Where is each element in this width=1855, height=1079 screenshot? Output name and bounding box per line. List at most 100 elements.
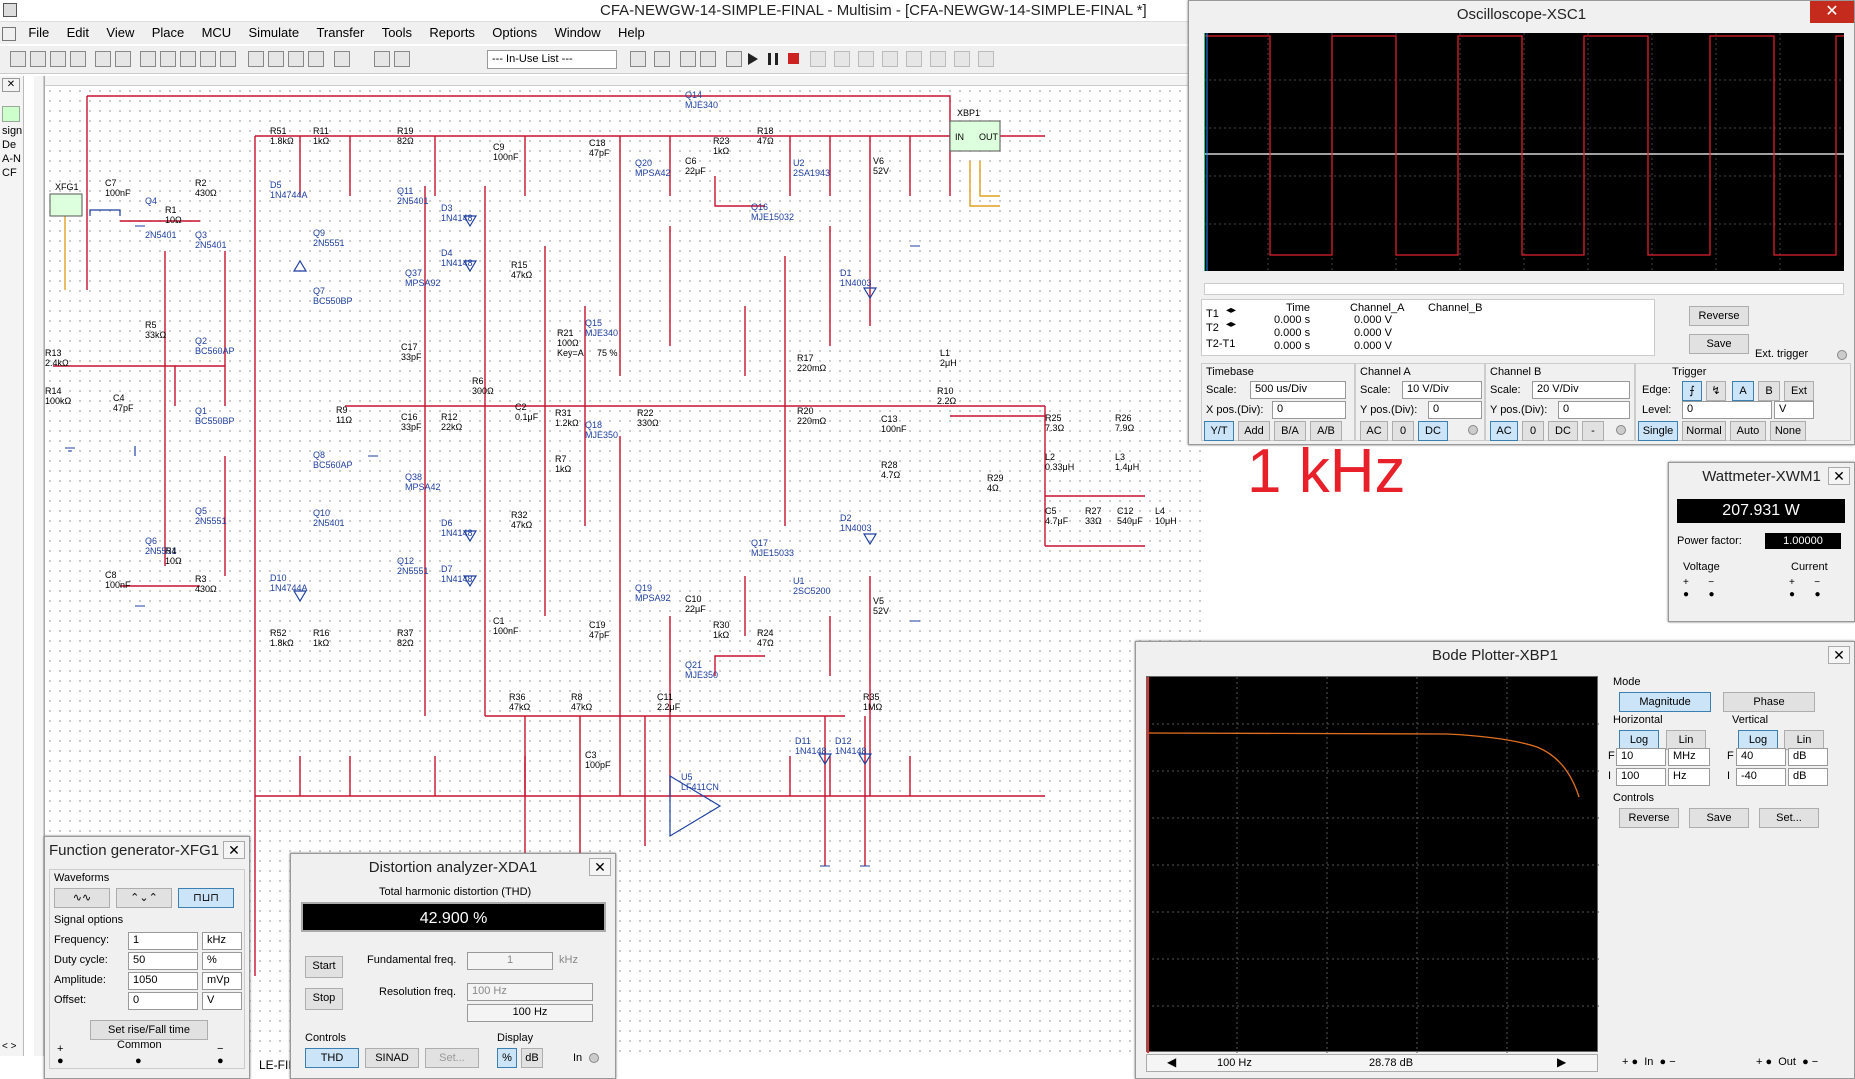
cut-icon[interactable]: [140, 51, 156, 67]
trigger-b-button[interactable]: B: [1758, 381, 1780, 401]
component-ref-c5[interactable]: C5: [1045, 506, 1057, 516]
bode-in-terminals[interactable]: + ● In ● −: [1622, 1056, 1676, 1068]
duty-cycle-unit[interactable]: %: [202, 952, 242, 970]
component-ref-r23[interactable]: R23: [713, 136, 730, 146]
vertical-final-value[interactable]: 40: [1736, 748, 1786, 766]
component-ref-r15[interactable]: R15: [511, 260, 528, 270]
menu-icon[interactable]: [2, 26, 16, 41]
component-ref-d3[interactable]: D3: [441, 203, 453, 213]
component-ref-q18[interactable]: Q18: [585, 420, 602, 430]
channel-b-zero-button[interactable]: 0: [1522, 421, 1544, 441]
probe-tool-7-icon[interactable]: [954, 51, 970, 67]
component-ref-r17[interactable]: R17: [797, 353, 814, 363]
channel-b-ac-button[interactable]: AC: [1490, 421, 1518, 441]
component-ref-u2[interactable]: U2: [793, 158, 805, 168]
component-ref-r32[interactable]: R32: [511, 510, 528, 520]
fundamental-freq-field[interactable]: 1: [467, 952, 553, 970]
distortion-in-terminal[interactable]: [589, 1053, 599, 1063]
component-ref-r29[interactable]: R29: [987, 473, 1004, 483]
start-button[interactable]: Start: [305, 956, 343, 978]
add-button[interactable]: Add: [1238, 421, 1270, 441]
component-ref-l3[interactable]: L3: [1115, 452, 1125, 462]
component-ref-r5[interactable]: R5: [145, 320, 157, 330]
menu-place[interactable]: Place: [151, 25, 185, 40]
component-ref-c11[interactable]: C11: [657, 692, 673, 702]
ab-button[interactable]: A/B: [1310, 421, 1342, 441]
redo-icon[interactable]: [220, 51, 236, 67]
current-terminals[interactable]: + −● ●: [1789, 577, 1821, 600]
sine-wave-icon[interactable]: ∿∿: [54, 888, 110, 908]
component-ref-r10[interactable]: R10: [937, 386, 954, 396]
distortion-close-icon[interactable]: ✕: [589, 858, 611, 876]
component-ref-q16[interactable]: Q16: [751, 202, 768, 212]
channel-b-ypos-field[interactable]: 0: [1558, 401, 1630, 419]
paste-icon[interactable]: [180, 51, 196, 67]
component-ref-r36[interactable]: R36: [509, 692, 526, 702]
bode-set-button[interactable]: Set...: [1759, 808, 1819, 828]
component-ref-c9[interactable]: C9: [493, 142, 505, 152]
run-icon[interactable]: [748, 53, 758, 65]
component-ref-c3[interactable]: C3: [585, 750, 597, 760]
cursor-arrow-buttons[interactable]: ◂▸◂▸: [1226, 305, 1237, 330]
component-ref-r24[interactable]: R24: [757, 628, 774, 638]
amplitude-field[interactable]: 1050: [128, 972, 198, 990]
channel-a-terminal[interactable]: [1468, 425, 1478, 435]
thd-button[interactable]: THD: [305, 1048, 359, 1068]
component-ref-r37[interactable]: R37: [397, 628, 414, 638]
sim-switch-icon[interactable]: [726, 51, 742, 67]
menu-reports[interactable]: Reports: [429, 25, 475, 40]
component-ref-r31[interactable]: R31: [555, 408, 572, 418]
trigger-level-unit[interactable]: V: [1774, 401, 1814, 419]
vertical-lin-button[interactable]: Lin: [1784, 730, 1824, 750]
component-ref-r16[interactable]: R16: [313, 628, 330, 638]
channel-a-zero-button[interactable]: 0: [1392, 421, 1414, 441]
probe-tool-3-icon[interactable]: [858, 51, 874, 67]
menu-edit[interactable]: Edit: [66, 25, 90, 40]
toolbox-close-icon[interactable]: ✕: [2, 78, 20, 92]
toolbox-scroll-buttons[interactable]: < >: [2, 1041, 17, 1052]
component-ref-c8[interactable]: C8: [105, 570, 117, 580]
component-ref-u1[interactable]: U1: [793, 576, 805, 586]
trigger-level-field[interactable]: 0: [1682, 401, 1772, 419]
falling-edge-icon[interactable]: ↯: [1706, 381, 1726, 401]
component-ref-d1[interactable]: D1: [840, 268, 852, 278]
magnitude-button[interactable]: Magnitude: [1619, 692, 1711, 712]
component-ref-r4[interactable]: R4: [165, 546, 177, 556]
component-ref-r52[interactable]: R52: [270, 628, 287, 638]
probe-icon[interactable]: [630, 51, 646, 67]
horizontal-initial-value[interactable]: 100: [1616, 768, 1666, 786]
component-ref-q4[interactable]: Q4: [145, 196, 157, 206]
component-ref-q19[interactable]: Q19: [635, 583, 652, 593]
stop-icon[interactable]: [788, 53, 799, 64]
timebase-scale-field[interactable]: 500 us/Div: [1250, 381, 1346, 399]
component-ref-q9[interactable]: Q9: [313, 228, 325, 238]
timebase-xpos-field[interactable]: 0: [1272, 401, 1346, 419]
menu-window[interactable]: Window: [554, 25, 601, 40]
component-ref-l1[interactable]: L1: [940, 348, 950, 358]
toolbox-item[interactable]: CF: [2, 167, 17, 179]
component-ref-d4[interactable]: D4: [441, 248, 453, 258]
component-ref-r11[interactable]: R11: [313, 126, 329, 136]
menu-view[interactable]: View: [106, 25, 135, 40]
frequency-field[interactable]: 1: [128, 932, 198, 950]
horizontal-final-value[interactable]: 10: [1616, 748, 1666, 766]
component-ref-d2[interactable]: D2: [840, 513, 852, 523]
component-ref-q10[interactable]: Q10: [313, 508, 330, 518]
function-generator-close-icon[interactable]: ✕: [223, 841, 245, 859]
component-ref-q20[interactable]: Q20: [635, 158, 652, 168]
menu-options[interactable]: Options: [492, 25, 538, 40]
component-ref-c18[interactable]: C18: [589, 138, 606, 148]
horizontal-lin-button[interactable]: Lin: [1666, 730, 1706, 750]
component-ref-c4[interactable]: C4: [113, 393, 125, 403]
component-ref-q7[interactable]: Q7: [313, 286, 325, 296]
probe-tool-4-icon[interactable]: [882, 51, 898, 67]
database-icon[interactable]: [334, 51, 350, 67]
sinad-button[interactable]: SINAD: [365, 1048, 419, 1068]
open-icon[interactable]: [30, 51, 46, 67]
frequency-unit[interactable]: kHz: [202, 932, 242, 950]
component-ref-q6[interactable]: Q6: [145, 536, 157, 546]
component-ref-c6[interactable]: C6: [685, 156, 697, 166]
distortion-set-button[interactable]: Set...: [425, 1048, 479, 1068]
component-ref-u5[interactable]: U5: [681, 772, 693, 782]
